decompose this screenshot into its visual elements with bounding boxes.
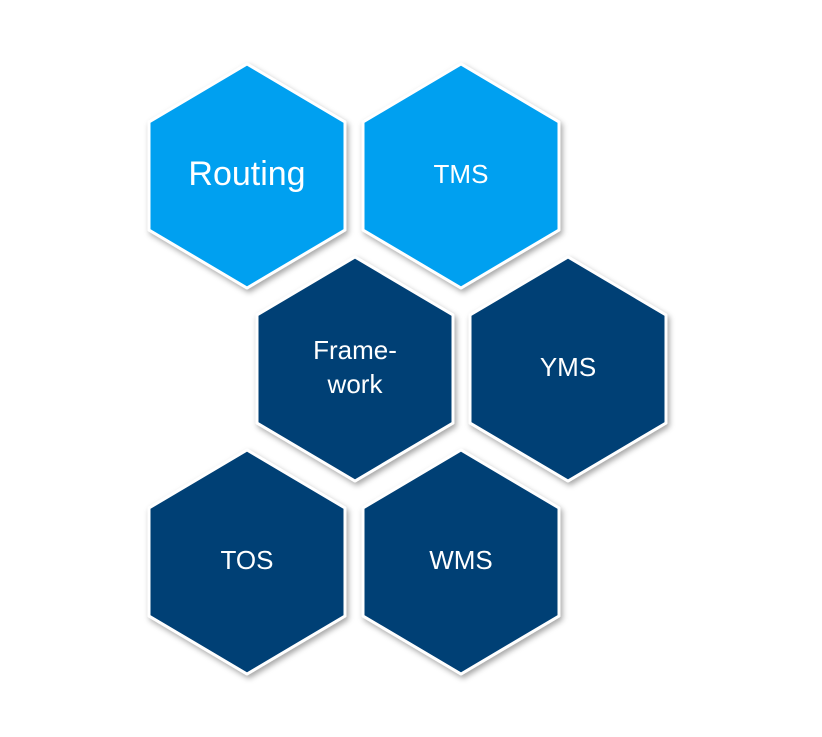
hexagon-tms-shape (361, 62, 561, 290)
hexagon-routing-label: Routing (188, 155, 305, 193)
hexagon-tos-shape (147, 448, 347, 676)
hexagon-tms: TMS (361, 62, 561, 290)
hexagon-routing-shape (147, 62, 347, 290)
hexagon-framework-shape (255, 255, 455, 483)
hexagon-routing: Routing (147, 62, 347, 290)
hexagon-yms-label: YMS (540, 352, 596, 382)
hexagon-tos-label: TOS (221, 545, 274, 575)
hexagon-wms-label: WMS (429, 545, 493, 575)
hexagon-wms: WMS (361, 448, 561, 676)
hexagon-tms-label: TMS (434, 159, 489, 189)
hexagon-framework-label: Frame- (313, 335, 397, 365)
hexagon-yms-shape (468, 255, 668, 483)
hexagon-framework: Frame-work (255, 255, 455, 483)
hexagon-tos: TOS (147, 448, 347, 676)
hexagon-framework-label: work (327, 369, 384, 399)
hexagon-yms: YMS (468, 255, 668, 483)
hexagon-wms-shape (361, 448, 561, 676)
